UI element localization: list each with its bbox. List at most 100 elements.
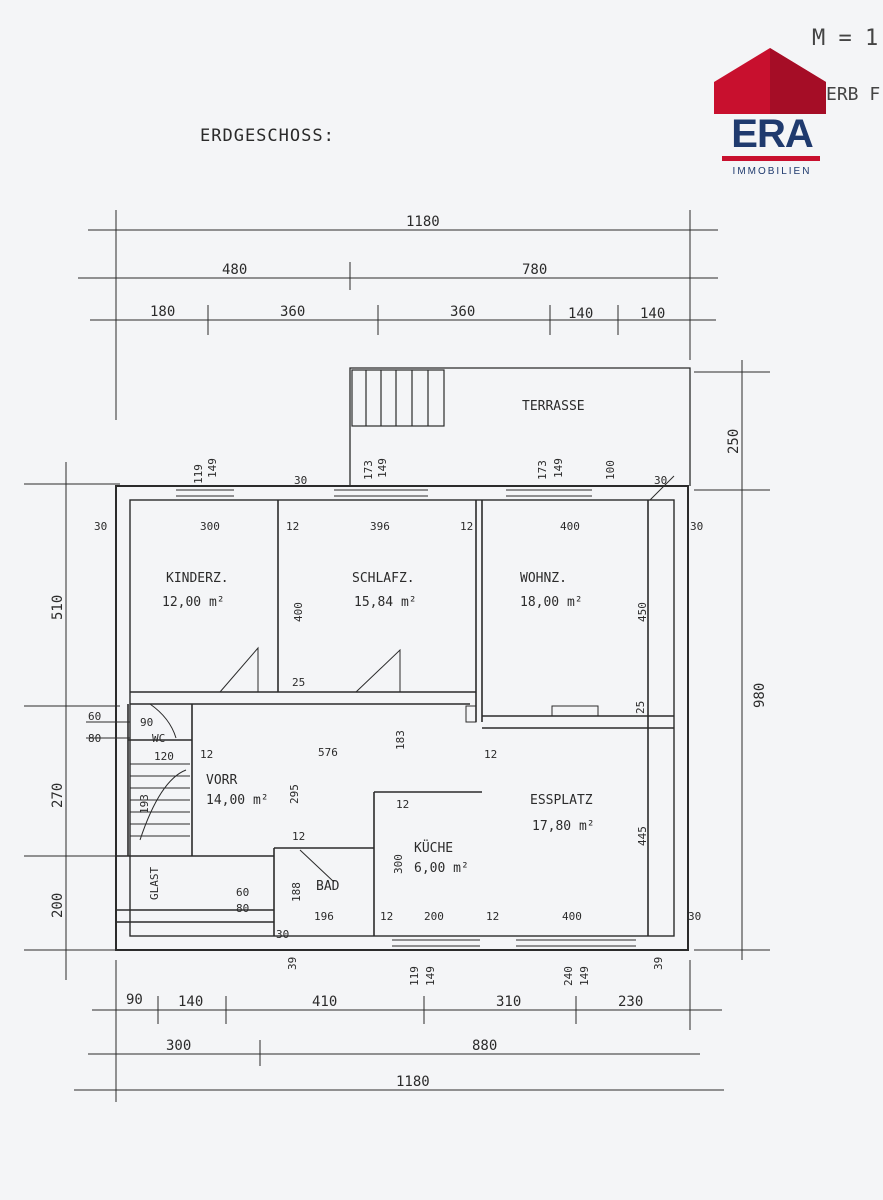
dim-90: 90	[140, 716, 153, 729]
dim-bad-width: 196	[314, 910, 334, 923]
windows	[176, 489, 636, 947]
dim-top-140b: 140	[640, 306, 665, 322]
room-schlafz-label: SCHLAFZ.	[352, 571, 415, 586]
dim-wall-12a: 12	[286, 520, 299, 533]
plan-title: ERDGESCHOSS:	[200, 126, 335, 146]
dim-bottom-410: 410	[312, 994, 337, 1010]
dim-vorr-width: 576	[318, 746, 338, 759]
dim-wall-12d: 12	[486, 910, 499, 923]
dim-top-180: 180	[150, 304, 175, 320]
interior-stairs	[130, 763, 190, 841]
logo-divider	[722, 156, 820, 161]
scale-note: M = 1	[812, 26, 879, 51]
room-wohnz-area: 18,00 m²	[520, 595, 583, 610]
dim-top-780: 780	[522, 262, 547, 278]
dim-bottom-window-149: 149	[424, 966, 437, 986]
dim-window-149: 149	[206, 458, 219, 478]
dim-window-149b: 149	[376, 458, 389, 478]
room-wohnz-label: WOHNZ.	[520, 571, 567, 586]
dim-wohnz-width: 400	[560, 520, 580, 533]
left-dimension-lines	[24, 462, 130, 980]
dim-left-80: 80	[88, 732, 101, 745]
dim-bad-height: 188	[290, 882, 303, 902]
room-kinderz-area: 12,00 m²	[162, 595, 225, 610]
dim-bottom-140: 140	[178, 994, 203, 1010]
dim-wohnz-height: 450	[636, 602, 649, 622]
dim-window-173b: 173	[536, 460, 549, 480]
top-dimension-lines	[78, 210, 718, 420]
dim-kinderz-width: 300	[200, 520, 220, 533]
dim-bottom-window-119: 119	[408, 966, 421, 986]
dim-essplatz-height: 445	[636, 826, 649, 846]
dim-wall-30-top: 30	[294, 474, 307, 487]
dim-wall-25: 25	[292, 676, 305, 689]
dim-kueche-width: 200	[424, 910, 444, 923]
dim-193: 193	[138, 794, 151, 814]
dim-wall-12e: 12	[396, 798, 409, 811]
dim-stair-80: 80	[236, 902, 249, 915]
dim-183: 183	[394, 730, 407, 750]
outer-walls	[115, 485, 689, 951]
room-essplatz-label: ESSPLATZ	[530, 793, 593, 808]
room-kueche-label: KÜCHE	[414, 839, 453, 856]
dim-vorr-height: 295	[288, 784, 301, 804]
era-house-roof-icon	[714, 48, 826, 114]
dim-top-total: 1180	[406, 214, 440, 230]
room-essplatz-area: 17,80 m²	[532, 819, 595, 834]
dim-100: 100	[604, 460, 617, 480]
dim-bottom-310: 310	[496, 994, 521, 1010]
dim-right-250: 250	[726, 429, 742, 454]
dim-top-480: 480	[222, 262, 247, 278]
room-wc-label: WC	[152, 732, 165, 745]
interior-walls	[116, 500, 674, 936]
dim-wall-30-bl: 30	[276, 928, 289, 941]
room-kinderz-label: KINDERZ.	[166, 571, 229, 586]
dim-bottom-880: 880	[472, 1038, 497, 1054]
terrace-outline	[349, 367, 691, 486]
logo-tagline: IMMOBILIEN	[732, 166, 812, 177]
dim-schlafz-width: 396	[370, 520, 390, 533]
dim-left-200: 200	[50, 893, 66, 918]
dim-wall-30-right: 30	[690, 520, 703, 533]
fixtures	[465, 475, 675, 723]
dim-bottom-300: 300	[166, 1038, 191, 1054]
dim-schlafz-height: 400	[292, 602, 305, 622]
dim-wall-12g: 12	[292, 830, 305, 843]
dim-stair-60: 60	[236, 886, 249, 899]
dim-wall-12f: 12	[484, 748, 497, 761]
room-glast-label: GLAST	[148, 867, 161, 900]
dim-top-360b: 360	[450, 304, 475, 320]
dim-window-119: 119	[192, 464, 205, 484]
era-logo: ERA IMMOBILIEN	[714, 48, 826, 184]
right-dimension-lines	[694, 360, 770, 960]
dimension-labels: 1180 480 780 180 360 360 140 140 90 140 …	[50, 214, 768, 1090]
dim-wall-12c: 12	[380, 910, 393, 923]
dim-bottom-total: 1180	[396, 1074, 430, 1090]
room-terrasse-label: TERRASSE	[522, 399, 585, 414]
dim-window-149c: 149	[552, 458, 565, 478]
dim-top-360a: 360	[280, 304, 305, 320]
dim-left-270: 270	[50, 783, 66, 808]
room-bad-label: BAD	[316, 879, 340, 894]
dim-top-140a: 140	[568, 306, 593, 322]
reference-note: ERB F	[826, 84, 881, 105]
dim-wall-25b: 25	[634, 701, 647, 714]
bottom-dimension-lines	[74, 960, 724, 1102]
dim-wall-30-br: 30	[688, 910, 701, 923]
room-vorr-label: VORR	[206, 773, 237, 788]
room-schlafz-area: 15,84 m²	[354, 595, 417, 610]
dim-bottom-window-149b: 149	[578, 966, 591, 986]
dim-bottom-window-240: 240	[562, 966, 575, 986]
terrace-steps	[351, 369, 445, 427]
dim-kueche-height: 300	[392, 854, 405, 874]
dim-window-173: 173	[362, 460, 375, 480]
room-labels: TERRASSE KINDERZ. 12,00 m² SCHLAFZ. 15,8…	[148, 399, 595, 900]
room-vorr-area: 14,00 m²	[206, 793, 269, 808]
logo-wordmark: ERA	[731, 112, 813, 156]
dim-left-510: 510	[50, 595, 66, 620]
dim-essplatz-width: 400	[562, 910, 582, 923]
dim-left-60: 60	[88, 710, 101, 723]
dim-39a: 39	[286, 957, 299, 970]
